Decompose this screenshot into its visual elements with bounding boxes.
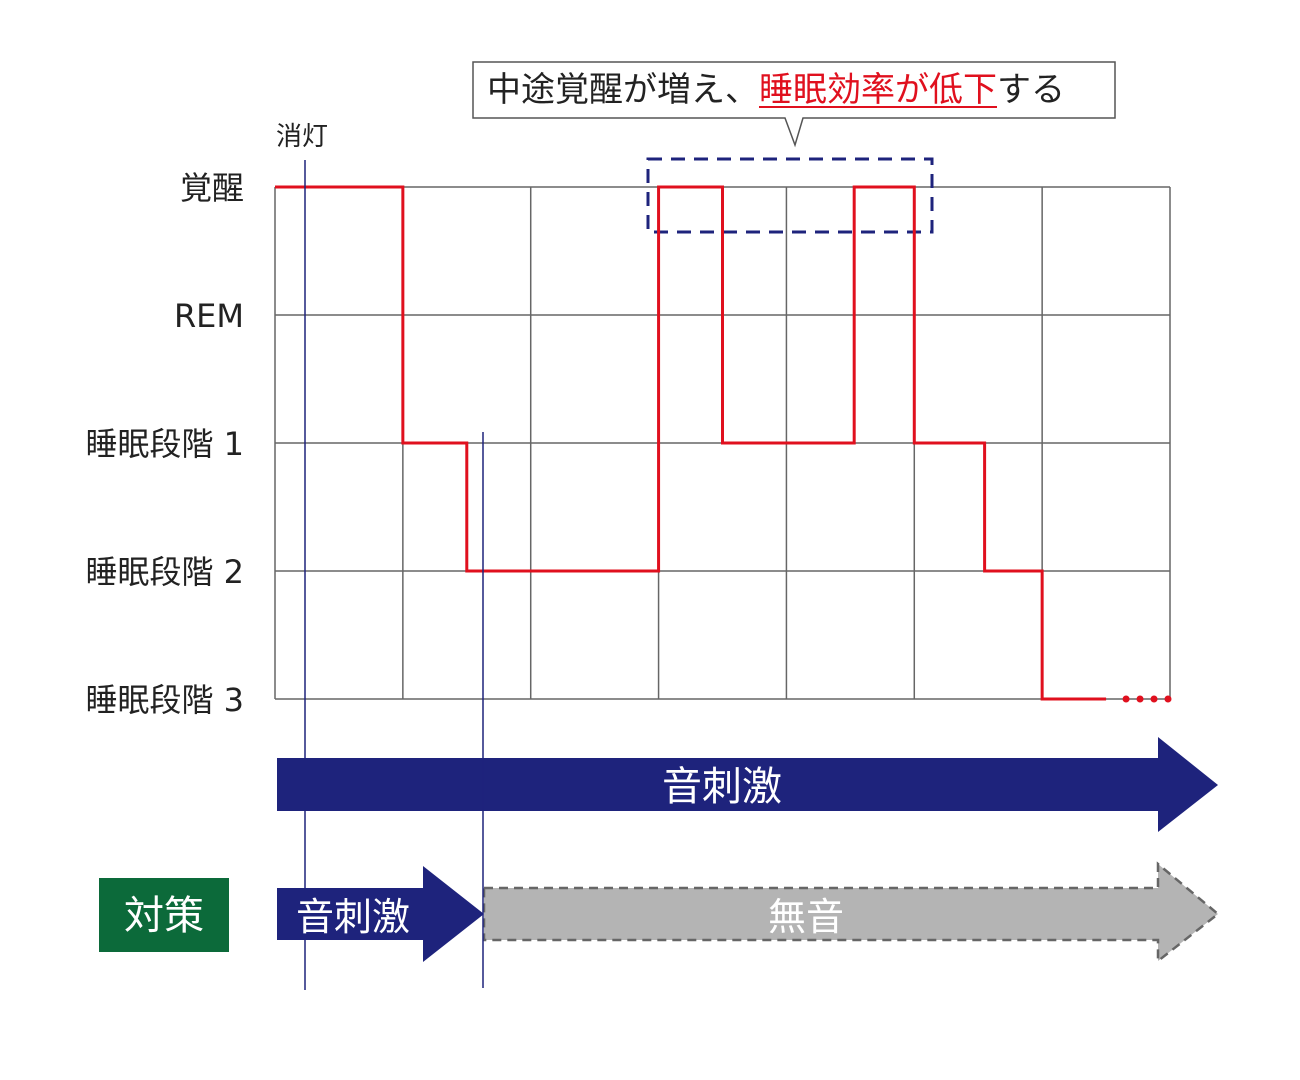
short-sound-arrow-shape [277,866,484,962]
silent-arrow-shape [482,861,1220,964]
countermeasure-badge-bg [99,878,229,952]
awakening-highlight-box [646,157,934,234]
y-level-label: REM [174,297,244,335]
countermeasure-label: 対策 [124,893,204,939]
callout-bubble [472,61,1116,148]
callout: 中途覚醒が増え、睡眠効率が低下する [472,61,1116,148]
y-level-label: 睡眠段階 1 [85,425,244,463]
y-level-label: 睡眠段階 3 [85,681,244,719]
silent-arrow: 無音 [482,861,1220,964]
lights-off-label: 消灯 [276,122,328,152]
countermeasure-badge: 対策 [99,878,229,952]
y-level-label: 覚醒 [180,169,244,207]
continuation-dot [1136,695,1144,703]
silent-label: 無音 [768,895,844,939]
continuation-dot [1164,695,1172,703]
hypnogram [275,185,1172,703]
callout-text: 中途覚醒が増え、睡眠効率が低下する [487,70,1065,110]
hypnogram-line [275,185,1107,701]
sound-stimulus-arrow: 音刺激 [277,737,1218,832]
sound-stimulus-arrow-shape [277,737,1218,832]
callout-text-highlight: 睡眠効率が低下 [759,70,997,110]
y-axis-labels: 覚醒 REM 睡眠段階 1 睡眠段階 2 睡眠段階 3 [85,169,244,719]
sound-stimulus-label: 音刺激 [662,764,782,810]
short-sound-arrow: 音刺激 [277,866,484,962]
callout-text-after: する [997,70,1065,110]
short-sound-label: 音刺激 [296,895,410,939]
callout-text-before: 中途覚醒が増え、 [487,70,759,110]
continuation-dot [1150,695,1158,703]
continuation-dot [1122,695,1130,703]
y-level-label: 睡眠段階 2 [85,553,244,591]
